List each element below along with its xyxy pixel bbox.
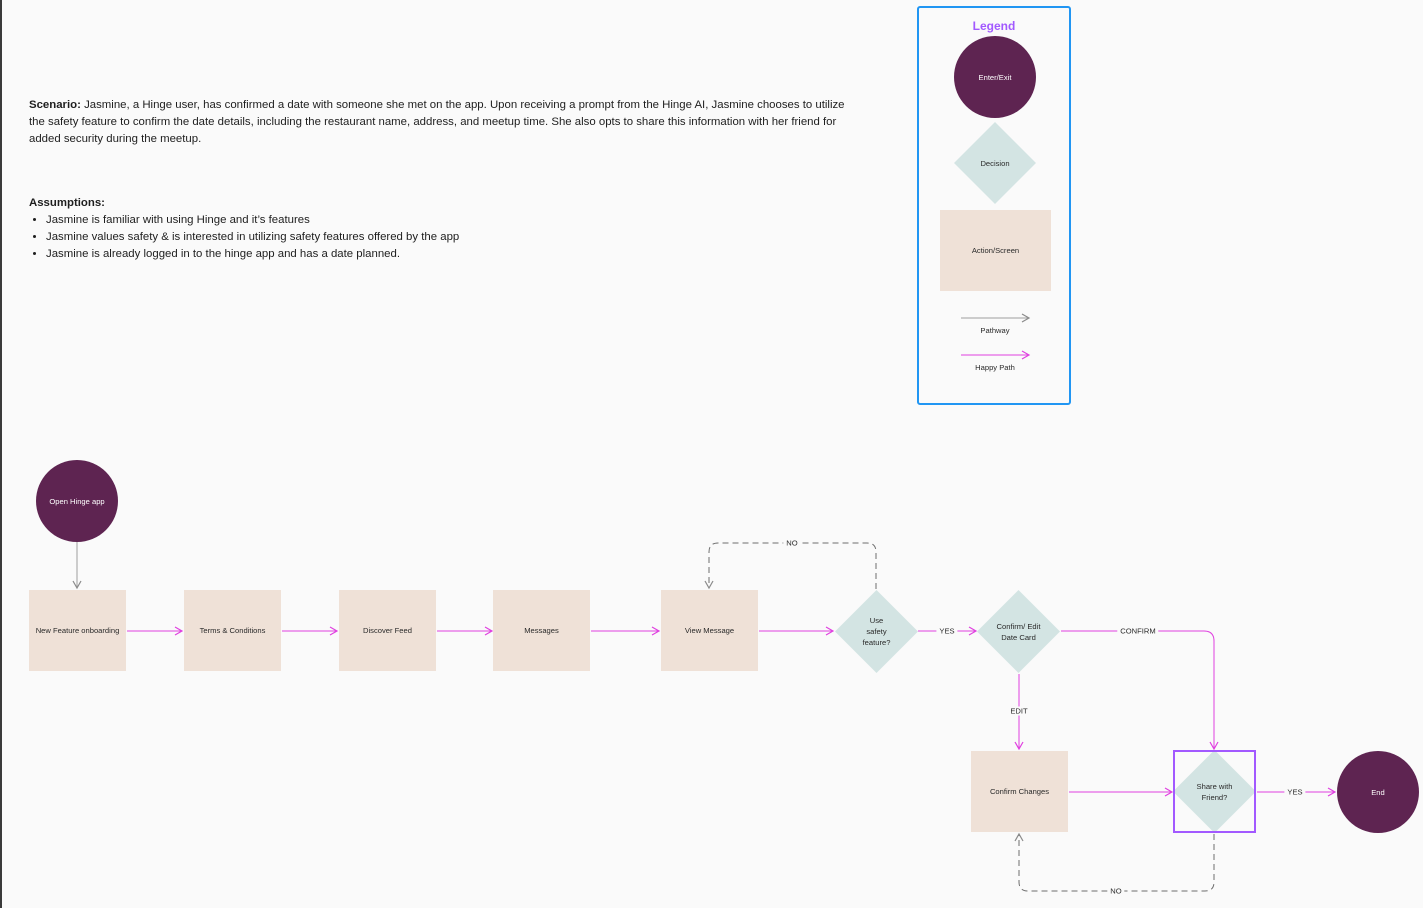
edge-label-confirm: CONFIRM [1117, 626, 1159, 636]
node-start: Open Hinge app [36, 460, 118, 542]
edge-label-no-top: NO [783, 538, 801, 548]
legend-decision: Decision [954, 122, 1036, 204]
node-messages: Messages [493, 590, 590, 671]
assumption-item: Jasmine is familiar with using Hinge and… [46, 212, 629, 229]
scenario-body: Jasmine, a Hinge user, has confirmed a d… [29, 99, 845, 145]
scenario-label: Scenario: [29, 99, 81, 111]
node-use-safety: Use safety feature? [835, 590, 918, 673]
node-share-friend-label: Share with Friend? [1196, 781, 1233, 802]
node-end: End [1337, 751, 1419, 833]
legend-enter-exit: Enter/Exit [954, 36, 1036, 118]
node-confirm-edit-label: Confirm/ Edit Date Card [996, 621, 1041, 642]
legend-title: Legend [972, 19, 1016, 33]
left-border [0, 0, 2, 908]
node-share-friend: Share with Friend? [1173, 750, 1256, 833]
edge-label-no-bottom: NO [1107, 886, 1125, 896]
assumptions-title: Assumptions: [29, 197, 105, 209]
edge-label-edit: EDIT [1007, 706, 1031, 716]
node-view-message: View Message [661, 590, 758, 671]
node-discover: Discover Feed [339, 590, 436, 671]
edge-label-yes-safety: YES [936, 626, 958, 636]
no-loop-top [704, 542, 877, 590]
no-loop-bottom [1014, 832, 1215, 892]
legend-decision-label: Decision [980, 158, 1010, 168]
assumption-item: Jasmine is already logged in to the hing… [46, 246, 629, 263]
node-use-safety-label: Use safety feature? [862, 616, 891, 647]
legend-happy-path-label: Happy Path [975, 363, 1015, 372]
assumption-item: Jasmine values safety & is interested in… [46, 229, 629, 246]
edge-label-yes-share: YES [1284, 787, 1306, 797]
node-terms: Terms & Conditions [184, 590, 281, 671]
scenario-text: Scenario: Jasmine, a Hinge user, has con… [29, 97, 849, 148]
legend-pathway-label: Pathway [980, 326, 1010, 335]
node-confirm-changes: Confirm Changes [971, 751, 1068, 832]
assumptions-block: Assumptions: Jasmine is familiar with us… [29, 195, 629, 263]
assumptions-list: Jasmine is familiar with using Hinge and… [29, 212, 629, 263]
node-confirm-edit: Confirm/ Edit Date Card [977, 590, 1060, 673]
share-selection-highlight [1173, 750, 1256, 833]
confirm-arrow [1061, 630, 1219, 751]
legend-action-screen: Action/Screen [940, 210, 1051, 291]
node-onboarding: New Feature onboarding [29, 590, 126, 671]
